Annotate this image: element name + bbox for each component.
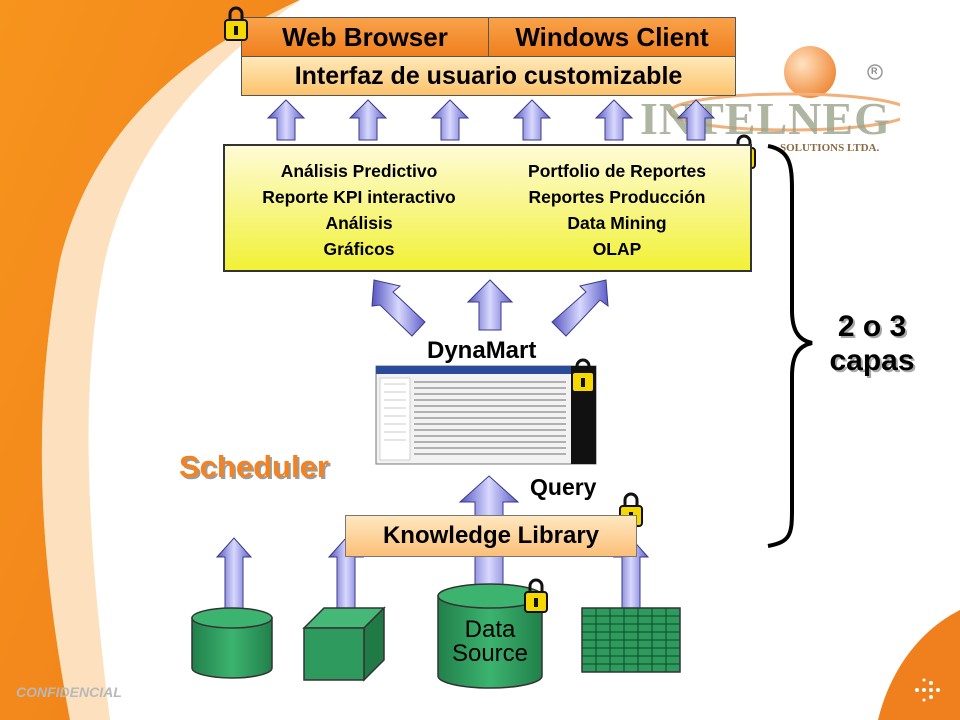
data-source-label: Data Source bbox=[438, 618, 542, 666]
custom-ui-label: Interfaz de usuario customizable bbox=[294, 61, 683, 90]
database-icon bbox=[191, 607, 273, 679]
layers-label-line: 2 o 3 bbox=[837, 310, 907, 343]
app-item: Gráficos bbox=[323, 239, 395, 259]
applications-right-column: Portfolio de Reportes Reportes Producció… bbox=[497, 158, 737, 262]
dots-arrow-icon bbox=[915, 678, 940, 702]
app-item: Análisis Predictivo bbox=[280, 161, 438, 181]
custom-ui-box: Interfaz de usuario customizable bbox=[241, 56, 736, 96]
app-item: OLAP bbox=[592, 239, 642, 259]
arrow-up-icon bbox=[551, 279, 609, 337]
web-browser-label: Web Browser bbox=[282, 21, 448, 52]
arrow-up-icon bbox=[512, 99, 552, 141]
knowledge-library-label: Knowledge Library bbox=[382, 522, 600, 549]
query-label: Query bbox=[530, 474, 597, 500]
arrow-up-icon bbox=[676, 99, 716, 141]
arrow-up-icon bbox=[594, 99, 634, 141]
bottom-right-corner bbox=[878, 610, 960, 720]
logo-subtext: SOLUTIONS LTDA. bbox=[780, 142, 880, 154]
spreadsheet-icon bbox=[581, 607, 681, 673]
windows-client-box: Windows Client bbox=[488, 17, 736, 57]
knowledge-library-box: Knowledge Library bbox=[345, 515, 637, 557]
lock-icon bbox=[224, 6, 248, 41]
applications-left-column: Análisis Predictivo Reporte KPI interact… bbox=[239, 158, 479, 262]
app-item: Análisis bbox=[325, 213, 393, 233]
app-item: Reporte KPI interactivo bbox=[262, 187, 456, 207]
arrow-up-icon bbox=[348, 99, 388, 141]
arrow-up-icon bbox=[215, 537, 253, 619]
company-logo bbox=[668, 46, 900, 132]
brace-icon bbox=[767, 144, 813, 548]
corner-swoosh bbox=[0, 0, 300, 720]
lock-icon bbox=[524, 578, 548, 613]
app-item: Reportes Producción bbox=[528, 187, 706, 207]
cube-icon bbox=[302, 606, 386, 682]
app-item: Portfolio de Reportes bbox=[528, 161, 706, 181]
lock-icon bbox=[571, 358, 595, 393]
database-icon bbox=[437, 583, 543, 689]
dynamart-screenshot bbox=[375, 365, 597, 465]
arrow-up-icon bbox=[266, 99, 306, 141]
data-source-line: Source bbox=[451, 640, 529, 667]
applications-box: Análisis Predictivo Reporte KPI interact… bbox=[223, 144, 752, 272]
logo-registered-mark: R bbox=[871, 66, 878, 76]
layers-label-line: capas bbox=[829, 344, 915, 377]
web-browser-box: Web Browser bbox=[241, 17, 489, 57]
windows-client-label: Windows Client bbox=[515, 21, 709, 52]
dynamart-label: DynaMart bbox=[427, 337, 537, 364]
scheduler-label: Scheduler bbox=[179, 449, 329, 484]
arrow-up-icon bbox=[430, 99, 470, 141]
layers-label: 2 o 3 capas bbox=[812, 310, 932, 378]
arrow-up-icon bbox=[371, 279, 426, 337]
data-source-line: Data bbox=[464, 616, 516, 643]
app-item: Data Mining bbox=[567, 213, 667, 233]
confidential-footer: CONFIDENCIAL bbox=[16, 684, 122, 700]
arrow-up-icon bbox=[466, 279, 514, 331]
